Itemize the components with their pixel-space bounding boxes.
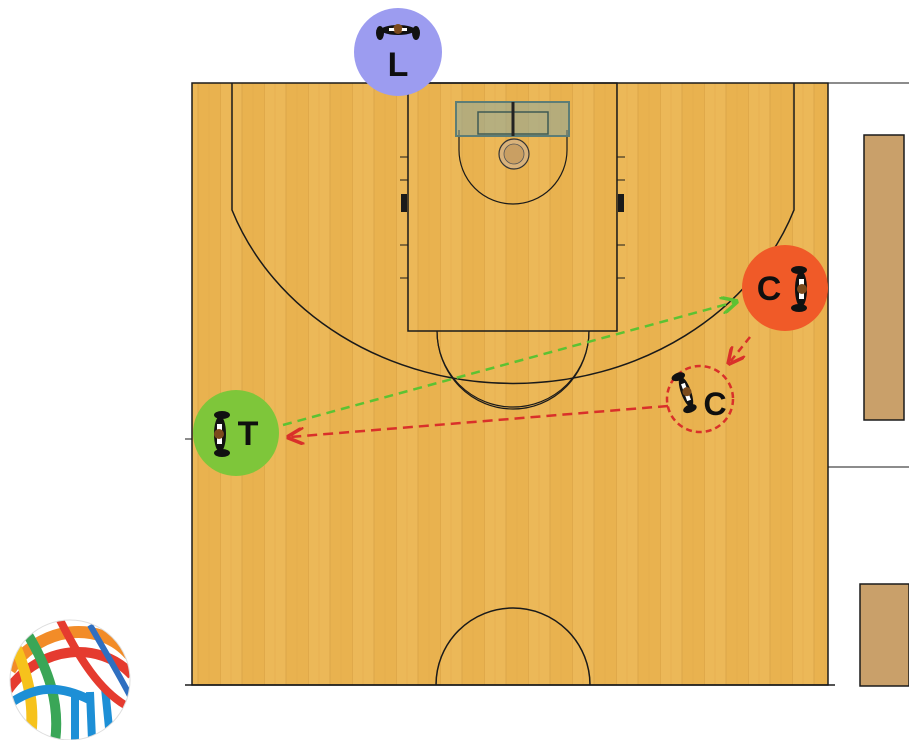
player-icon <box>671 372 697 414</box>
player-l: L <box>354 8 442 96</box>
player-c-top-label: C <box>757 270 782 308</box>
lane-hash-marks <box>400 156 625 279</box>
player-c-top: C <box>742 245 828 331</box>
block-left <box>401 194 407 212</box>
bench-lower <box>859 583 909 687</box>
player-t: T <box>193 390 279 476</box>
basket-net <box>503 143 525 165</box>
referee-icon <box>376 24 420 40</box>
player-t-label: T <box>238 415 259 453</box>
player-icon <box>791 266 807 312</box>
block-right <box>618 194 624 212</box>
player-c-bottom-label: C <box>703 386 726 422</box>
basketball-logo-icon <box>9 619 131 740</box>
center-circle <box>435 607 591 686</box>
player-l-label: L <box>388 46 409 84</box>
key-lane <box>407 82 618 332</box>
pass-arrow <box>282 302 735 427</box>
free-throw-circle-top <box>436 330 590 408</box>
restricted-area-arc <box>458 130 568 205</box>
drop-arrow <box>730 336 751 362</box>
player-c-bottom: C <box>665 364 735 434</box>
player-icon <box>214 411 230 457</box>
bench-upper <box>863 134 905 421</box>
free-throw-circle-bottom <box>436 330 590 410</box>
